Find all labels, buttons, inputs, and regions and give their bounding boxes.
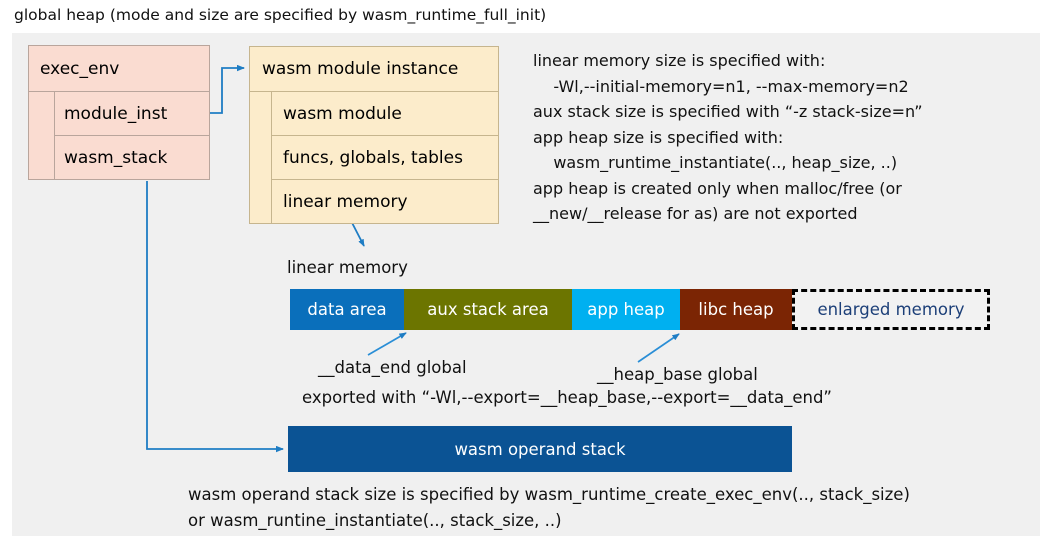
wasm-module-instance-gutter	[250, 92, 272, 223]
operand-stack-notes: wasm operand stack size is specified by …	[188, 485, 910, 530]
wasm-module-instance-row-wasm-module: wasm module	[272, 92, 498, 136]
exec-env-box: exec_env module_inst wasm_stack	[28, 45, 210, 180]
memory-segment-aux-stack-area: aux stack area	[404, 289, 572, 330]
memory-segment-enlarged-memory: enlarged memory	[792, 289, 990, 330]
exec-env-row-wasm-stack: wasm_stack	[64, 147, 168, 168]
memory-segment-app-heap: app heap	[572, 289, 680, 330]
annotation-data-end: __data_end global	[318, 358, 467, 377]
wasm-module-instance-box: wasm module instance wasm module funcs, …	[249, 46, 499, 224]
memory-segment-libc-heap: libc heap	[680, 289, 792, 330]
wasm-module-instance-header: wasm module instance	[250, 47, 498, 92]
exec-env-header: exec_env	[29, 46, 209, 92]
wasm-module-instance-row-funcs-globals-tables: funcs, globals, tables	[272, 136, 498, 180]
linear-memory-label: linear memory	[287, 258, 408, 277]
exec-env-row-module-inst: module_inst	[55, 92, 209, 136]
linear-memory-notes: linear memory size is specified with: -W…	[533, 51, 923, 223]
page-title: global heap (mode and size are specified…	[14, 6, 547, 24]
memory-segment-data-area: data area	[290, 289, 404, 330]
annotation-exported-with: exported with “-Wl,--export=__heap_base,…	[302, 388, 832, 407]
wasm-operand-stack-box: wasm operand stack	[288, 426, 792, 472]
annotation-heap-base: __heap_base global	[597, 365, 758, 384]
linear-memory-bar: data area aux stack area app heap libc h…	[290, 289, 990, 330]
exec-env-gutter	[29, 92, 55, 179]
wasm-module-instance-row-linear-memory: linear memory	[283, 191, 408, 212]
